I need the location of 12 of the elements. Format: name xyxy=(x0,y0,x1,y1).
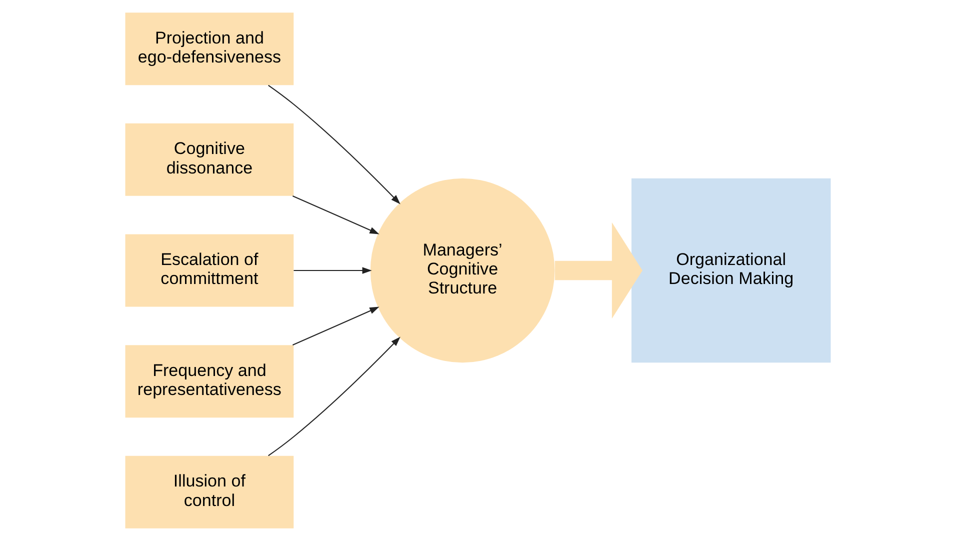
node-box: Escalation of committment xyxy=(125,234,294,307)
arrow xyxy=(292,195,380,234)
arrow xyxy=(554,222,642,319)
node-box: Frequency and representativeness xyxy=(125,345,294,418)
arrow xyxy=(294,267,372,274)
arrow xyxy=(292,306,380,346)
node-box: Illusion of control xyxy=(125,456,294,528)
arrow xyxy=(268,84,400,204)
node-box: Organizational Decision Making xyxy=(631,178,831,363)
node-box: Projection and ego-defensiveness xyxy=(125,12,294,86)
arrow xyxy=(268,336,400,456)
node-box: Cognitive dissonance xyxy=(125,123,294,196)
